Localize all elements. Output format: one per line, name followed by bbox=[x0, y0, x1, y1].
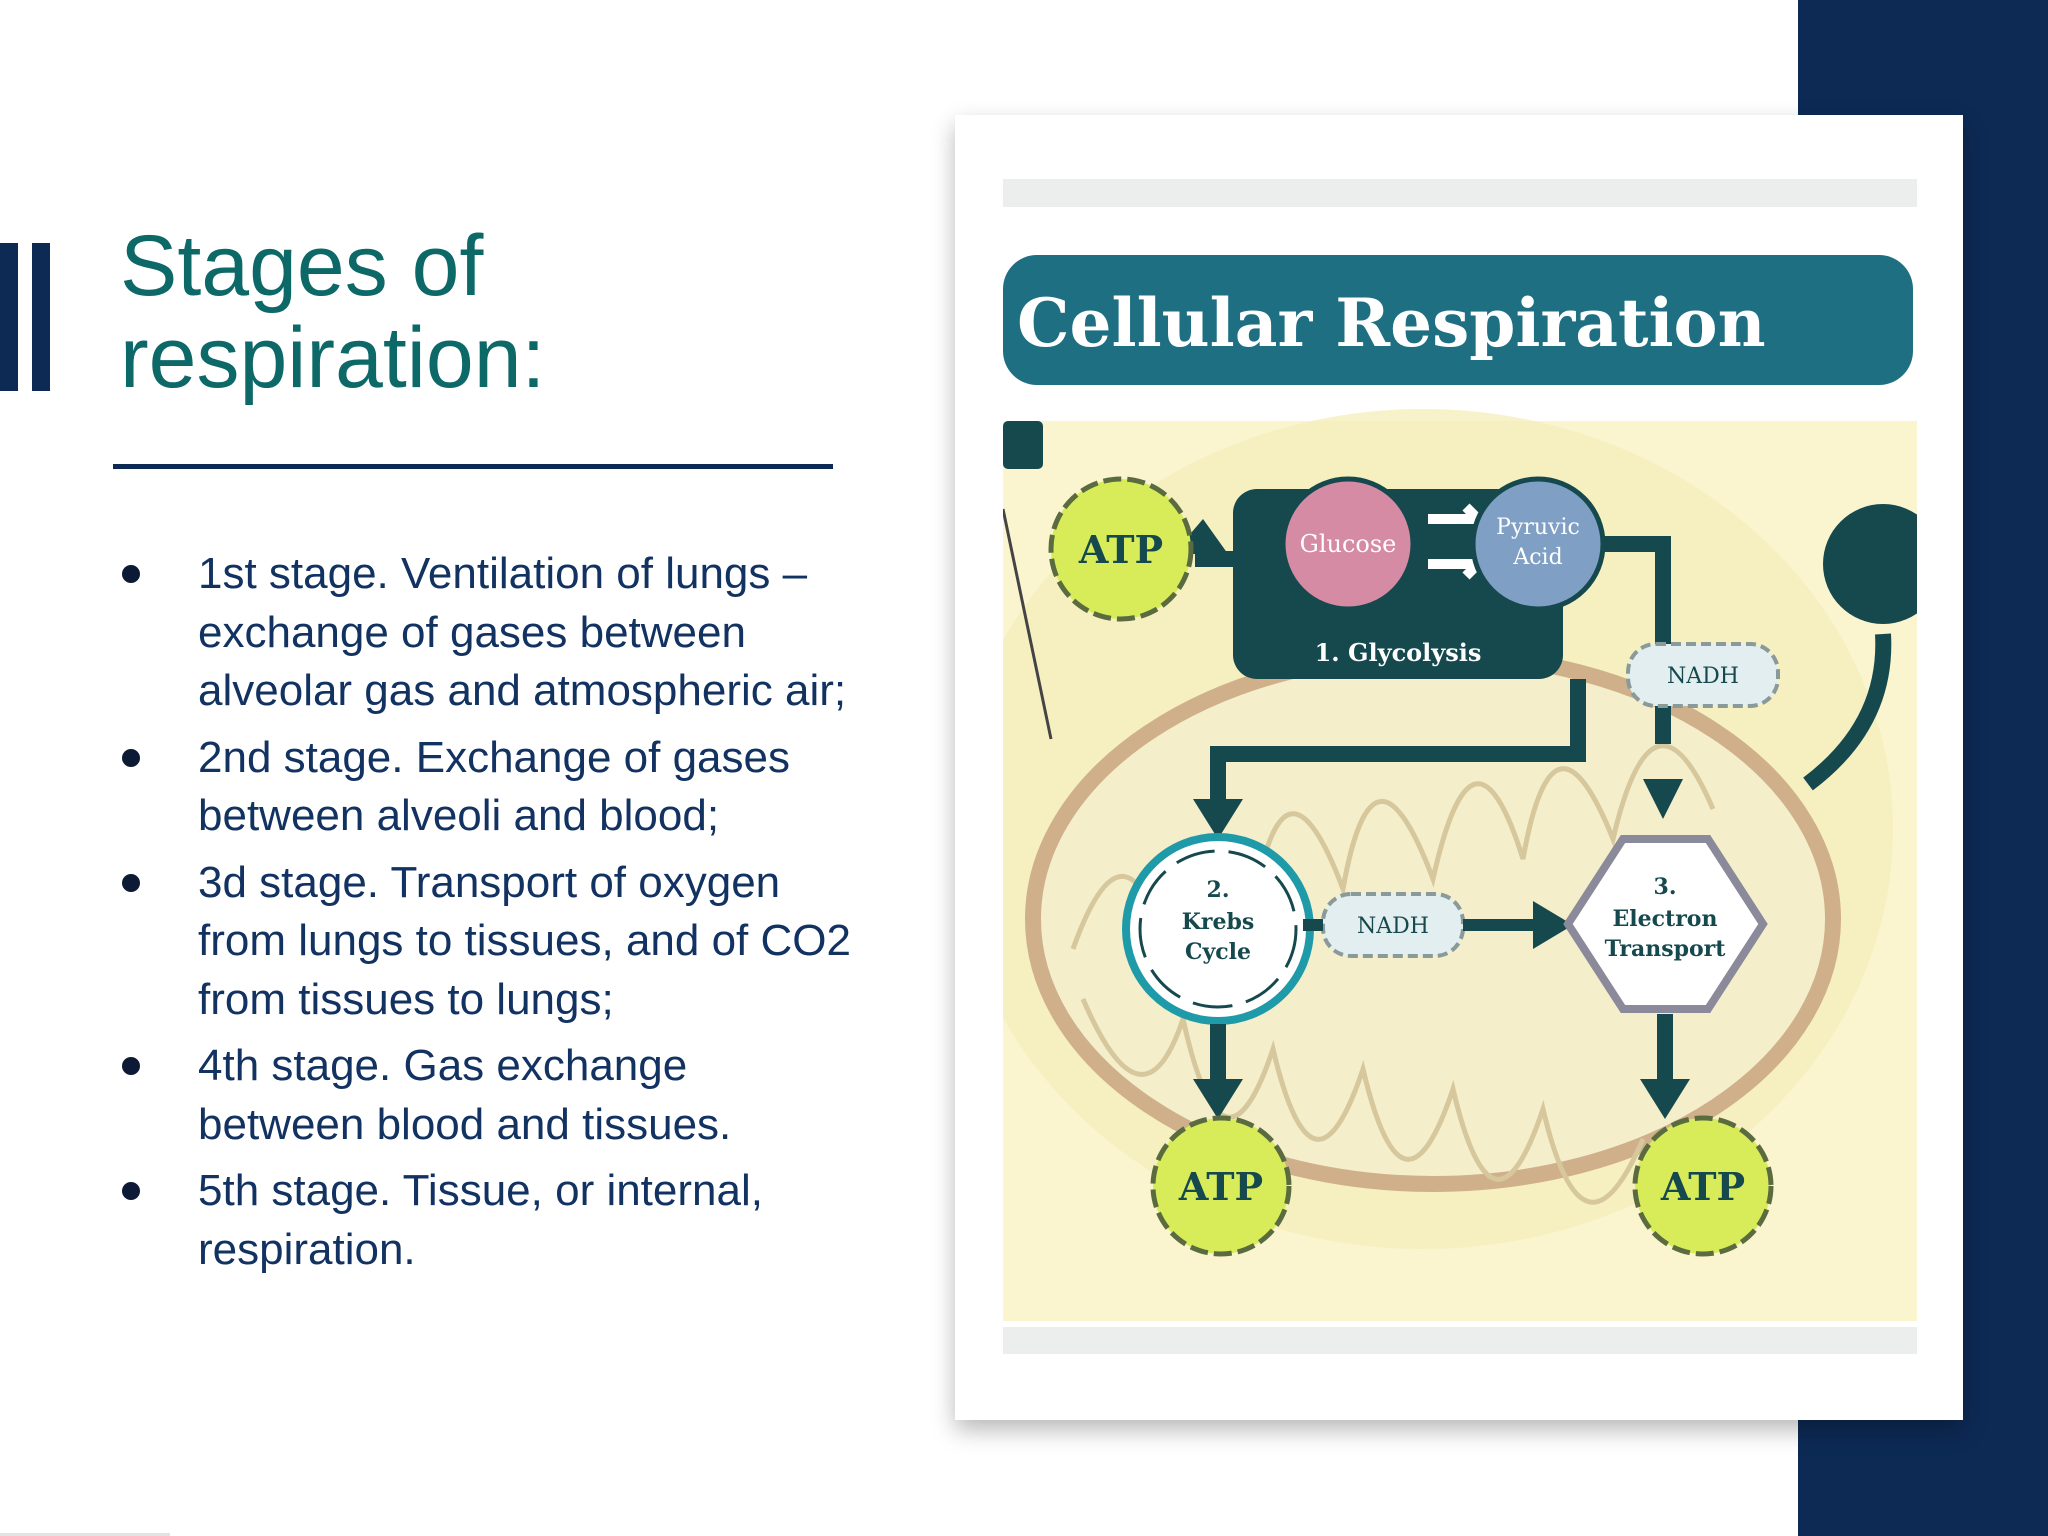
electron-transport-node bbox=[1563, 835, 1768, 1013]
atp-bottom-left-node bbox=[1150, 1115, 1292, 1257]
arrow-head-nadh-et bbox=[1533, 901, 1573, 949]
bullet-dot bbox=[122, 748, 140, 767]
atp-bottom-right-label: ATP bbox=[1660, 1164, 1745, 1209]
side-node-right bbox=[1823, 504, 1917, 624]
list-item: 2nd stage. Exchange of gases between alv… bbox=[120, 729, 860, 846]
small-corner-label bbox=[1003, 421, 1043, 469]
atp-bottom-left-label: ATP bbox=[1178, 1164, 1263, 1209]
pyruvic-acid-label-line2: Acid bbox=[1512, 545, 1562, 570]
list-item: 3d stage. Transport of oxygen from lungs… bbox=[120, 854, 860, 1030]
slide-title: Stages of respiration: bbox=[120, 220, 545, 404]
bottom-edge-line bbox=[0, 1533, 170, 1536]
list-item-text: 2nd stage. Exchange of gases between alv… bbox=[198, 732, 790, 841]
arrow-head-et bbox=[1643, 779, 1683, 819]
bullet-dot bbox=[122, 1182, 140, 1200]
diagram-card: Cellular Respiration Glucose Pyruvic Aci… bbox=[955, 115, 1963, 1420]
list-item: 4th stage. Gas exchange between blood an… bbox=[120, 1037, 860, 1154]
cellular-respiration-diagram: Cellular Respiration Glucose Pyruvic Aci… bbox=[1003, 179, 1917, 1354]
stages-list: 1st stage. Ventilation of lungs – exchan… bbox=[120, 545, 860, 1287]
pointer-line bbox=[1003, 508, 1053, 740]
slide-title-line2: respiration: bbox=[120, 310, 546, 406]
nadh-top-label: NADH bbox=[1667, 664, 1739, 689]
et-number: 3. bbox=[1654, 874, 1677, 900]
et-label-line1: Electron bbox=[1613, 906, 1718, 932]
glucose-node bbox=[1280, 476, 1416, 612]
bullet-dot bbox=[122, 873, 140, 892]
list-item-text: 1st stage. Ventilation of lungs – exchan… bbox=[198, 549, 847, 715]
krebs-label-line2: Cycle bbox=[1185, 939, 1251, 965]
atp-top-node bbox=[1048, 476, 1194, 622]
pyruvic-acid-label-line1: Pyruvic bbox=[1496, 515, 1580, 540]
atp-bottom-right-node bbox=[1632, 1115, 1774, 1257]
diagram-title: Cellular Respiration bbox=[1017, 284, 1766, 362]
bottom-gray-strip bbox=[1003, 1327, 1917, 1354]
title-underline bbox=[113, 464, 833, 469]
arrow-head-et-atp bbox=[1640, 1079, 1690, 1119]
arrow-to-side-node bbox=[1803, 633, 1892, 791]
bullet-dot bbox=[122, 565, 140, 583]
slide-title-line1: Stages of bbox=[120, 218, 484, 314]
krebs-cycle-ring bbox=[1138, 849, 1298, 1009]
title-accent-bar-left bbox=[0, 243, 18, 391]
atp-top-label: ATP bbox=[1078, 527, 1163, 572]
nadh-middle-label: NADH bbox=[1357, 914, 1429, 939]
et-label-line2: Transport bbox=[1605, 936, 1727, 962]
top-gray-strip bbox=[1003, 179, 1917, 207]
krebs-label-line1: Krebs bbox=[1182, 909, 1254, 935]
title-banner bbox=[1003, 255, 1913, 385]
krebs-number: 2. bbox=[1207, 877, 1230, 903]
glycolysis-label: 1. Glycolysis bbox=[1315, 638, 1482, 667]
list-item: 1st stage. Ventilation of lungs – exchan… bbox=[120, 545, 860, 721]
pyruvic-acid-node bbox=[1470, 476, 1606, 612]
arrow-head-krebs-atp bbox=[1193, 1079, 1243, 1119]
arrow-head-krebs bbox=[1193, 799, 1243, 839]
list-item-text: 5th stage. Tissue, or internal, respirat… bbox=[198, 1166, 763, 1274]
glucose-label: Glucose bbox=[1300, 530, 1397, 558]
list-item-text: 4th stage. Gas exchange between blood an… bbox=[198, 1041, 732, 1149]
list-item: 5th stage. Tissue, or internal, respirat… bbox=[120, 1162, 860, 1279]
bullet-dot bbox=[122, 1057, 140, 1075]
arrow-glycolysis-to-krebs bbox=[1210, 679, 1586, 804]
list-item-text: 3d stage. Transport of oxygen from lungs… bbox=[198, 857, 851, 1024]
nadh-top-pill bbox=[1626, 642, 1780, 708]
title-accent-bar-right bbox=[32, 243, 50, 391]
